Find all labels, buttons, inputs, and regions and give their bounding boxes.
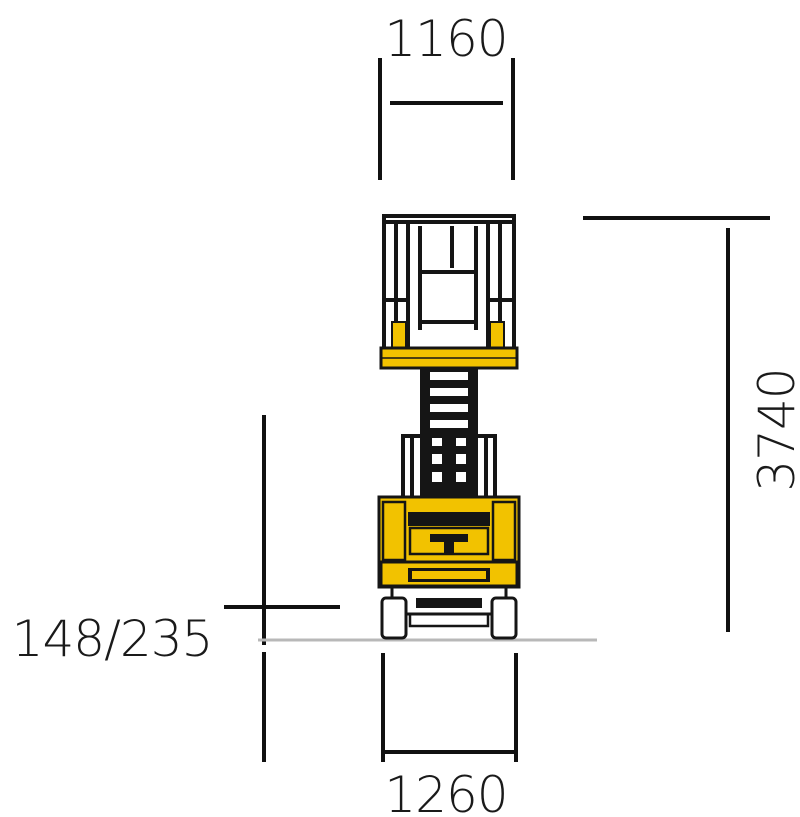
scissor-stack (401, 368, 497, 500)
dimension-wheel-track: 1260 (381, 653, 518, 817)
platform-guardrail (382, 214, 516, 352)
left-wheel (380, 596, 408, 640)
stowed-height-label: 3740 (748, 368, 800, 491)
scissor-lift-machine (377, 214, 521, 640)
dimension-ground-clearance: 148/235 (12, 415, 340, 762)
dimension-stowed-height: 3740 (583, 216, 800, 632)
ground-clearance-label: 148/235 (12, 610, 213, 668)
wheel-track-label: 1260 (384, 766, 507, 817)
dimension-platform-width: 1160 (378, 10, 515, 180)
right-wheel (490, 596, 518, 640)
platform-deck (379, 321, 519, 370)
wheels (380, 596, 518, 640)
chassis (377, 495, 521, 616)
platform-width-label: 1160 (384, 10, 507, 68)
